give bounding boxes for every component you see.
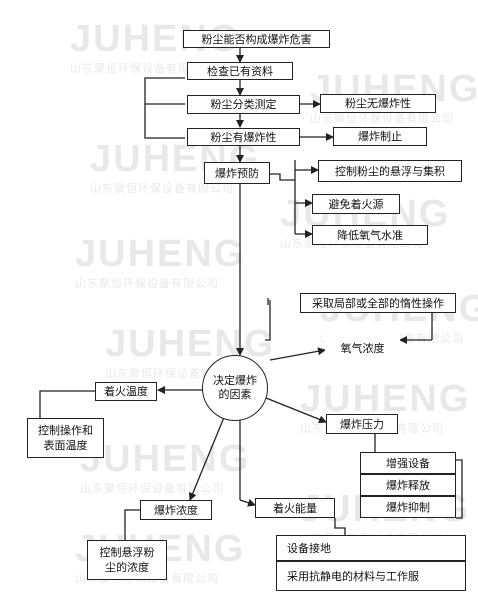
node-check-data: 检查已有资料 xyxy=(187,62,293,80)
node-ignition-temperature: 着火温度 xyxy=(95,382,157,401)
node-dust-classification: 粉尘分类测定 xyxy=(187,95,300,114)
node-inert-operation: 采取局部或全部的惰性操作 xyxy=(300,293,456,313)
node-label: 检查已有资料 xyxy=(207,64,273,78)
node-dust-explosive: 粉尘有爆炸性 xyxy=(187,128,300,146)
node-label: 决定爆炸的因素 xyxy=(213,374,257,401)
node-control-operation: 控制操作和表面温度 xyxy=(27,418,104,458)
node-label: 粉尘无爆炸性 xyxy=(345,97,411,110)
node-explosion-prevention: 爆炸预防 xyxy=(204,162,270,184)
node-label: 氧气浓度 xyxy=(340,341,385,355)
node-reduce-oxygen: 降低氧气水准 xyxy=(312,225,428,245)
node-label: 着火能量 xyxy=(273,501,317,515)
node-label: 爆炸释放 xyxy=(386,478,430,492)
node-control-suspension: 控制粉尘的悬浮与集积 xyxy=(318,160,462,182)
node-label: 粉尘分类测定 xyxy=(210,98,277,111)
node-label: 采用抗静电的材料与工作服 xyxy=(287,569,419,583)
node-explosion-suppression-2: 爆炸抑制 xyxy=(360,496,456,518)
node-equipment-grounding: 设备接地 xyxy=(276,535,466,561)
node-label: 控制操作和表面温度 xyxy=(38,424,93,452)
node-label: 避免着火源 xyxy=(328,197,384,211)
node-dust-explosion-hazard: 粉尘能否构成爆炸危害 xyxy=(183,30,330,48)
node-label: 爆炸浓度 xyxy=(154,503,198,517)
node-explosion-pressure: 爆炸压力 xyxy=(326,414,398,434)
node-label: 爆炸制止 xyxy=(358,130,402,143)
node-label: 采取局部或全部的惰性操作 xyxy=(312,296,444,310)
node-avoid-ignition: 避免着火源 xyxy=(312,194,400,214)
node-antistatic-materials: 采用抗静电的材料与工作服 xyxy=(276,561,466,591)
node-label: 着火温度 xyxy=(104,385,148,398)
node-label: 控制粉尘的悬浮与集积 xyxy=(335,164,445,178)
node-explosion-suppression: 爆炸制止 xyxy=(333,127,427,146)
node-label: 降低氧气水准 xyxy=(337,228,403,242)
node-label: 控制悬浮粉尘的浓度 xyxy=(99,546,155,574)
node-decisive-factors: 决定爆炸的因素 xyxy=(202,355,268,421)
node-label: 设备接地 xyxy=(287,541,331,555)
node-ignition-energy: 着火能量 xyxy=(255,498,335,518)
node-oxygen-concentration: 氧气浓度 xyxy=(325,331,400,365)
node-label: 增强设备 xyxy=(386,456,430,470)
node-label: 爆炸预防 xyxy=(215,166,259,180)
node-explosion-release: 爆炸释放 xyxy=(360,474,456,496)
node-control-dust-concentration: 控制悬浮粉尘的浓度 xyxy=(87,540,167,580)
node-label: 粉尘有爆炸性 xyxy=(210,130,277,144)
node-label: 粉尘能否构成爆炸危害 xyxy=(201,32,312,46)
node-label: 爆炸压力 xyxy=(340,417,384,431)
node-label: 爆炸抑制 xyxy=(386,500,430,514)
node-strengthen-equipment: 增强设备 xyxy=(360,452,456,474)
node-dust-non-explosive: 粉尘无爆炸性 xyxy=(320,94,436,113)
node-explosion-concentration: 爆炸浓度 xyxy=(140,500,212,520)
